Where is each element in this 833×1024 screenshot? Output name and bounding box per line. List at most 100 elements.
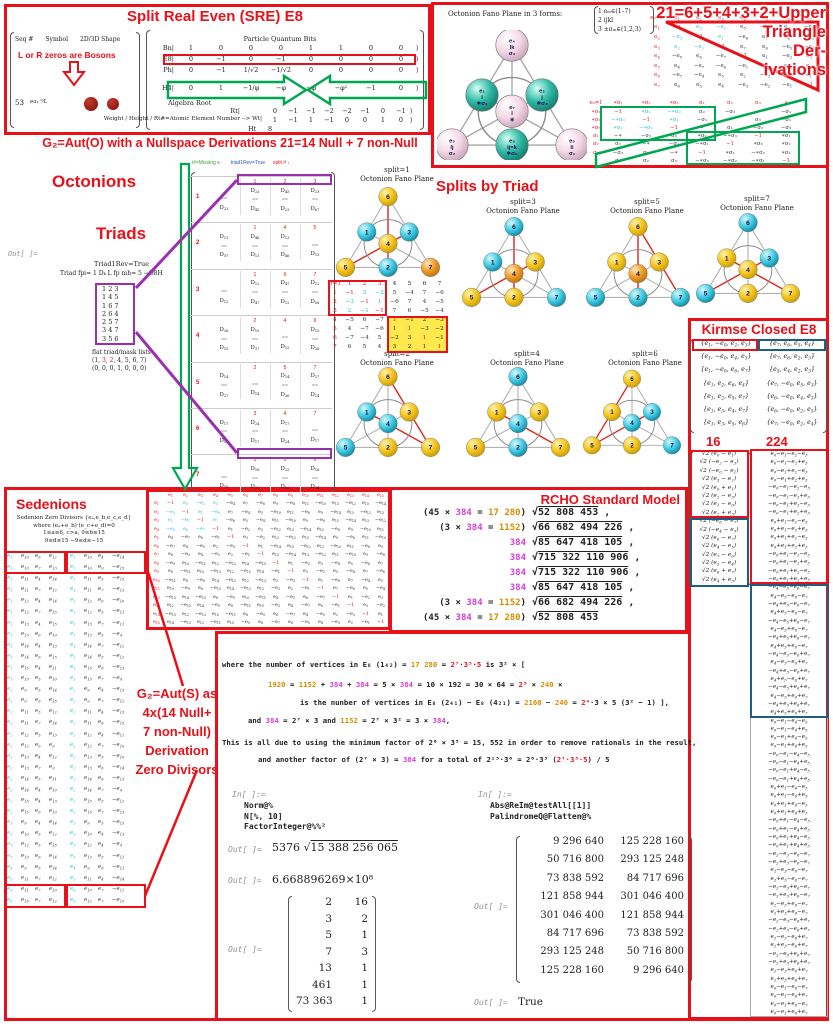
text-seg: 384 — [329, 680, 343, 689]
paren — [288, 896, 292, 1012]
zd-token: e14 — [84, 785, 92, 793]
cell: 3 — [362, 289, 367, 296]
row-label: Ph| — [163, 66, 174, 74]
zd-token: e6 — [7, 885, 13, 893]
cell: σ₃ — [671, 157, 677, 164]
col-header: 1 — [347, 280, 352, 287]
zd-token: e13 — [84, 619, 92, 626]
fano-node: 6 — [378, 187, 398, 207]
equals: == — [220, 429, 228, 436]
cell: −e1 — [331, 603, 340, 609]
zd-token: e12 — [49, 586, 57, 593]
zd-token: e2 — [7, 708, 13, 715]
fano-node: 3 — [759, 248, 779, 268]
header-seg: triad1Rev=True — [230, 160, 265, 166]
zd-token: e3 — [70, 852, 76, 859]
cell: −e7 — [181, 535, 190, 541]
equals: == — [251, 381, 259, 388]
kirmse-left-column: {e1, −e0, e2, e3}{e1, −e0, e4, e5}{e1, −… — [694, 340, 758, 432]
zd-token: e13 — [84, 763, 92, 771]
zd-token: e1 — [70, 619, 76, 626]
cell: 6 — [362, 316, 367, 323]
zd-token: e1 — [7, 564, 13, 571]
fano-edge — [451, 94, 543, 146]
value: −1 — [324, 116, 334, 124]
zd-token: e9 — [84, 697, 90, 704]
svg-text:4: 4 — [746, 267, 750, 274]
zd-token: e2 — [7, 719, 13, 726]
triad-list-box — [95, 283, 135, 345]
flat-triad-line2: (0, 0, 0, 1, 0, 0, 0) — [92, 365, 146, 372]
zd-token: e7 — [98, 697, 104, 704]
cell: −e15 — [210, 586, 221, 592]
value: −1 — [288, 116, 298, 124]
split-sub: Octonion Fano Plane — [608, 358, 682, 367]
deriv-top: D13 — [280, 233, 290, 241]
zd-token: e14 — [49, 719, 57, 726]
zd-token: e12 — [21, 608, 29, 615]
text-seg: = — [471, 508, 489, 518]
text-seg: = — [471, 613, 489, 623]
deriv-bottom: D17 — [219, 437, 229, 445]
cell: e15 — [347, 509, 354, 515]
text-seg: 240 — [554, 698, 569, 707]
equals: == — [251, 475, 259, 482]
svg-text:6: 6 — [386, 374, 390, 381]
zd-token: e11 — [84, 586, 92, 593]
cell: −e6 — [346, 586, 355, 592]
cell: −e4 — [346, 569, 355, 575]
cell: −e15 — [165, 611, 176, 617]
zd-token: e13 — [49, 641, 57, 649]
zd-token: e9 — [21, 686, 27, 693]
cell: −e2 — [361, 594, 370, 600]
cell: e12 — [197, 620, 204, 626]
paragraph-line: is the nunber of vertices in E₈ (2₄₁) − … — [300, 698, 669, 707]
divider-h1 — [4, 487, 692, 490]
col-header: 5 — [407, 280, 412, 287]
zd-token: −e12 — [112, 652, 125, 660]
zd-token: e6 — [98, 863, 104, 870]
cell: −e1 — [211, 535, 220, 541]
zd-token: e2 — [70, 686, 76, 693]
cell: −e9 — [166, 560, 175, 566]
zd-token: e5 — [98, 852, 104, 859]
value: −2 — [342, 107, 352, 115]
triad-number — [210, 224, 238, 233]
matrix-cell: 1 — [361, 995, 368, 1007]
cell: −e3 — [346, 611, 355, 617]
text-seg: = — [437, 660, 451, 669]
value: −1 — [288, 107, 298, 115]
list-item: {e5, e4, e2, e3} — [769, 366, 815, 375]
row-label: Bn| — [162, 44, 174, 52]
cell: e6 — [303, 594, 308, 600]
eq-radical: √85 647 418 105 , — [532, 582, 635, 593]
text-seg: 384 — [509, 553, 526, 563]
fano-node: 2 — [623, 436, 641, 455]
triad-number: 5 — [313, 225, 317, 232]
cell: 1 — [387, 316, 402, 325]
zd-token: e4 — [35, 797, 41, 804]
svg-text:5: 5 — [344, 265, 348, 272]
triad-number: 3 — [313, 179, 317, 185]
cell: 5 — [333, 325, 337, 332]
kirmse-box-blue — [758, 339, 826, 351]
equals: == — [281, 475, 289, 482]
cell: −e7 — [316, 594, 325, 600]
col-header: e8 — [273, 492, 278, 498]
cell: e3 — [378, 594, 383, 600]
cell: −e9 — [211, 603, 220, 609]
list-item: e2−e3+e6+e7 — [770, 967, 808, 974]
